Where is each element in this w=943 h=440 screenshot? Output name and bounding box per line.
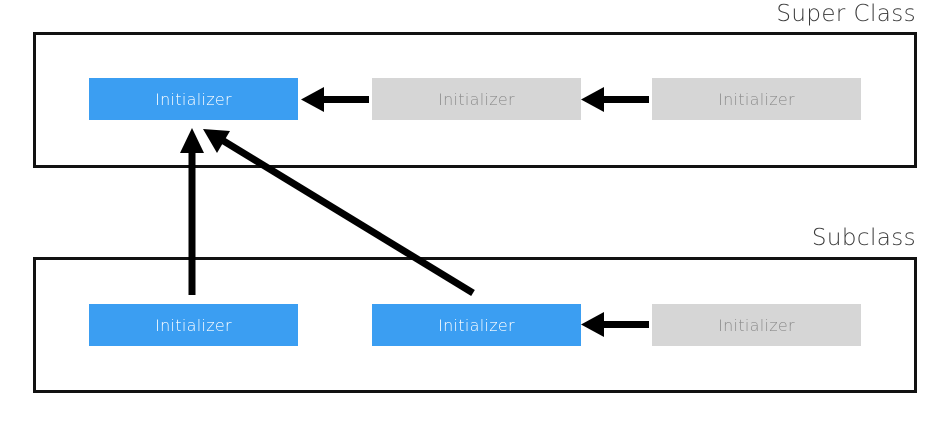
chip-label: Initializer — [718, 89, 795, 109]
chip-label: Initializer — [438, 315, 515, 335]
superclass-title: Super Class — [776, 1, 916, 27]
subclass-initializer-convenience[interactable]: Initializer — [652, 304, 861, 346]
chip-label: Initializer — [155, 89, 232, 109]
subclass-initializer-designated-1[interactable]: Initializer — [89, 304, 298, 346]
superclass-initializer-convenience-1[interactable]: Initializer — [372, 78, 581, 120]
superclass-initializer-convenience-2[interactable]: Initializer — [652, 78, 861, 120]
chip-label: Initializer — [438, 89, 515, 109]
subclass-initializer-designated-2[interactable]: Initializer — [372, 304, 581, 346]
chip-label: Initializer — [155, 315, 232, 335]
subclass-title: Subclass — [811, 225, 916, 251]
chip-label: Initializer — [718, 315, 795, 335]
subclass-container — [33, 257, 917, 393]
superclass-container — [33, 32, 917, 168]
superclass-initializer-designated[interactable]: Initializer — [89, 78, 298, 120]
